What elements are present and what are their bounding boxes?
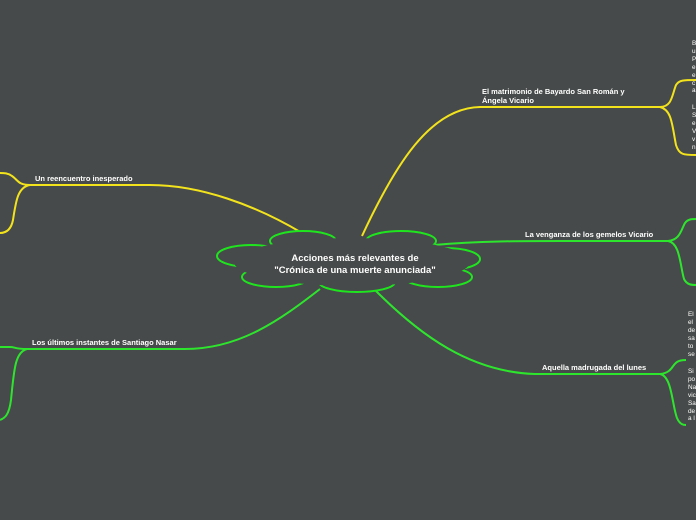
branch-ultimos[interactable]: Los últimos instantes de Santiago Nasar <box>32 338 177 347</box>
central-node[interactable] <box>216 230 481 293</box>
connector-madrugada <box>375 290 660 375</box>
subconnector-ultimos <box>0 346 28 421</box>
central-title-line1: Acciones más relevantes de <box>291 253 419 264</box>
central-title-line2: "Crónica de una muerte anunciada" <box>274 264 436 276</box>
connector-ultimos <box>27 288 321 350</box>
subconnector-venganza <box>667 218 696 286</box>
branch-madrugada[interactable]: Aquella madrugada del lunes <box>542 363 647 372</box>
subconnector-reencuentro <box>0 172 31 234</box>
branch-matrimonio-line1: El matrimonio de Bayardo San Román y <box>482 87 625 96</box>
branch-matrimonio[interactable]: El matrimonio de Bayardo San Román y Áng… <box>482 87 625 105</box>
clipped-text-matrimonio-b: L S e V v n <box>692 104 696 151</box>
clipped-text-matrimonio-a: B u P e e c a <box>692 40 696 95</box>
subconnector-madrugada <box>659 359 687 426</box>
branch-venganza[interactable]: La venganza de los gemelos Vicario <box>525 230 654 239</box>
connector-venganza <box>433 240 668 246</box>
clipped-text-madrugada-a: El el de sa to se <box>688 311 696 358</box>
branch-matrimonio-line2: Ángela Vicario <box>482 96 534 105</box>
connector-matrimonio <box>361 106 660 237</box>
subconnector-matrimonio <box>659 79 696 156</box>
connector-reencuentro <box>30 184 303 234</box>
central-title[interactable]: Acciones más relevantes de "Crónica de u… <box>240 253 470 276</box>
clipped-text-madrugada-b: Si po Na vic Sa de a l <box>688 368 696 423</box>
branch-reencuentro[interactable]: Un reencuentro inesperado <box>35 174 133 183</box>
